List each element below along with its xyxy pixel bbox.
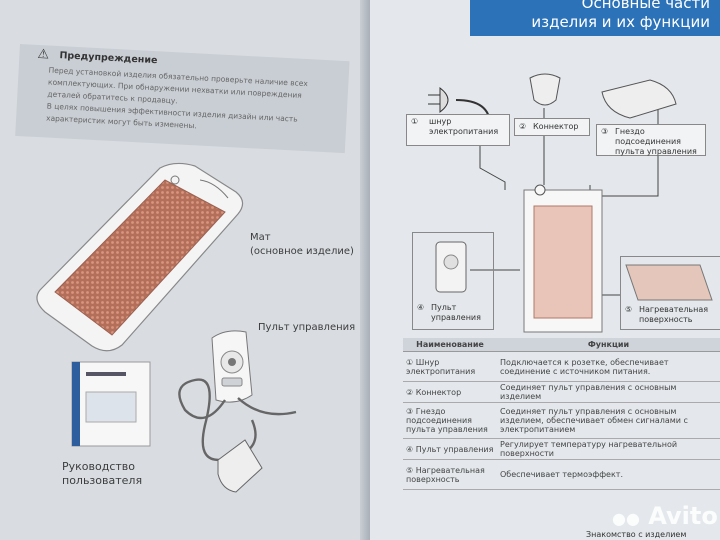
part-3-box: ③ Гнездо подсоединения пульта управления (596, 124, 706, 156)
mat-label: Мат (250, 232, 271, 243)
remote-illustration (178, 330, 297, 493)
part-5-name: Нагревательная поверхность (639, 305, 709, 324)
table-cell-name: ④ Пульт управления (403, 438, 497, 460)
table-cell-function: Подключается к розетке, обеспечивает сое… (497, 351, 720, 382)
avito-logo-icon: ●● (612, 509, 640, 528)
heating-surface-diagram (533, 205, 593, 319)
part-1-name: шнур электропитания (429, 117, 499, 136)
remote-label: Пульт управления (258, 322, 356, 333)
table-cell-function: Обеспечивает термоэффект. (497, 459, 720, 490)
part-3-number: ③ (601, 127, 609, 136)
table-header-name: Наименование (403, 338, 497, 352)
part-2-number: ② (519, 122, 527, 131)
part-4-box: ④ Пульт управления (412, 232, 494, 330)
table-cell-name: ③ Гнездо подсоединения пульта управления (403, 402, 497, 439)
mat-illustration (36, 162, 244, 352)
mat-label-sub: (основное изделие) (250, 246, 354, 257)
socket-image (601, 79, 677, 119)
heating-surface-image (625, 264, 713, 301)
parts-function-table: Наименование Функции ① Шнур электропитан… (403, 338, 720, 490)
table-cell-name: ① Шнур электропитания (403, 351, 497, 382)
connector-image (529, 73, 561, 106)
part-4-name: Пульт управления (431, 303, 481, 322)
part-3-name: Гнездо подсоединения пульта управления (615, 127, 697, 156)
left-page: ⚠ Предупреждение Перед установкой издели… (0, 0, 370, 540)
part-5-number: ⑤ (625, 305, 633, 314)
table-header-function: Функции (497, 338, 720, 352)
table-row: ⑤ Нагревательная поверхность Обеспечивае… (403, 459, 720, 490)
table-row: ② Коннектор Соединяет пульт управления с… (403, 381, 720, 403)
part-4-number: ④ (417, 303, 425, 312)
section-title-bar: Основные части изделия и их функции (470, 0, 720, 36)
table-row: ④ Пульт управления Регулирует температур… (403, 438, 720, 460)
table-cell-function: Регулирует температуру нагревательной по… (497, 438, 720, 460)
manual-label-sub: пользователя (62, 474, 143, 487)
connector-diagram-point (534, 184, 546, 196)
manual-illustration (71, 361, 151, 447)
part-1-number: ① (411, 117, 419, 126)
watermark-text: Avito (648, 502, 718, 530)
left-illustrations (36, 162, 297, 493)
footer-text: Знакомство с изделием (586, 530, 687, 539)
plug-image (428, 86, 449, 114)
part-5-box: ⑤ Нагревательная поверхность (620, 256, 720, 330)
section-title-sub: изделия и их функции (531, 13, 710, 31)
table-cell-function: Соединяет пульт управления с основным из… (497, 402, 720, 439)
table-header-row: Наименование Функции (403, 338, 720, 352)
section-title: Основные части (581, 0, 710, 12)
part-2-name: Коннектор (533, 122, 579, 131)
part-1-box: ① шнур электропитания (406, 114, 510, 146)
table-row: ① Шнур электропитания Подключается к роз… (403, 351, 720, 382)
table-cell-name: ⑤ Нагревательная поверхность (403, 459, 497, 490)
avito-watermark: ●● Avito (612, 502, 718, 530)
manual-label: Руководство (62, 460, 136, 473)
part-2-box: ② Коннектор (514, 118, 590, 136)
table-cell-name: ② Коннектор (403, 381, 497, 403)
table-row: ③ Гнездо подсоединения пульта управления… (403, 402, 720, 439)
table-cell-function: Соединяет пульт управления с основным из… (497, 381, 720, 403)
